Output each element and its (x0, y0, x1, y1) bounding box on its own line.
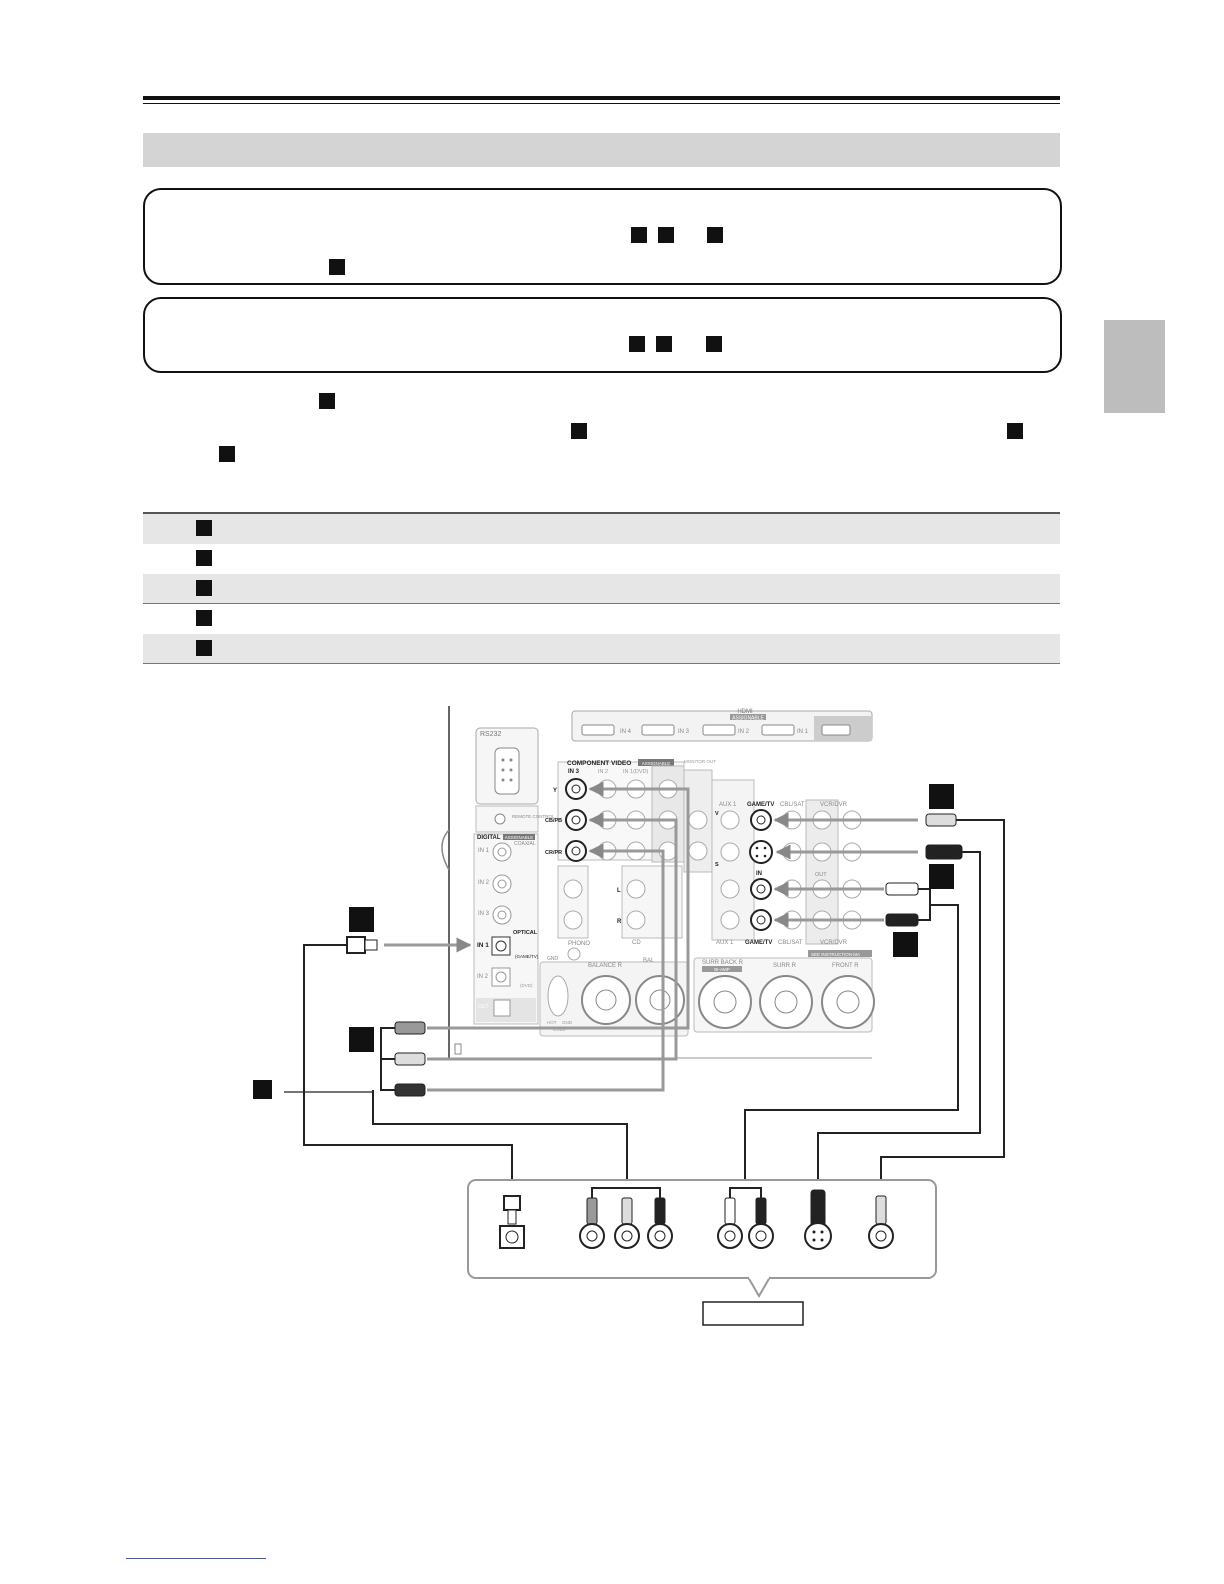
table-top-rule (143, 512, 1060, 514)
video-s-label: S (715, 862, 719, 868)
game-tv-label: GAME/TV (747, 802, 774, 808)
hdmi-in4: IN 4 (620, 729, 632, 735)
phono-label: PHONO (568, 941, 590, 947)
coaxial-label: COAXIAL (514, 841, 536, 847)
gnd-label: GND (547, 956, 559, 962)
rs232-label: RS232 (480, 731, 502, 738)
optical-in2-assign: (DVD) (520, 983, 533, 988)
remote-control-label: REMOTE CONTROL (512, 814, 555, 819)
coax-in1: IN 1 (478, 848, 490, 854)
hdmi-in2: IN 2 (738, 729, 750, 735)
coax-in3: IN 3 (478, 911, 490, 917)
ref-marker-d (329, 259, 345, 275)
component-cables (427, 781, 690, 1092)
callout-markers (253, 784, 954, 1099)
cbl-sat-label: CBL/SAT (780, 802, 805, 808)
cd-r-label: R (617, 919, 622, 925)
cd-l-label: L (617, 888, 621, 894)
chapter-tab (1104, 320, 1165, 413)
receiver-side-plugs (346, 813, 963, 1097)
ref-marker-c (706, 336, 722, 352)
component-monitor-out: MONITOR OUT (684, 759, 716, 764)
ref-marker-a (196, 520, 212, 536)
digital-badge: ASSIGNABLE (505, 835, 534, 840)
optical-out: OUT (478, 1004, 489, 1010)
bi-amp-label: BI-AMP (714, 967, 730, 972)
footer-link-underline[interactable] (126, 1558, 266, 1559)
note-box-2 (143, 297, 1062, 373)
header-rule-thick (143, 96, 1060, 100)
table-row (143, 634, 1060, 664)
hdmi-title: HDMI (737, 709, 753, 715)
component-title: COMPONENT VIDEO (567, 760, 631, 767)
vcr-dvr-bottom: VCR/DVR (820, 940, 848, 946)
signal-cables (303, 819, 1005, 1196)
digital-title: DIGITAL (477, 835, 501, 841)
optical-label: OPTICAL (513, 930, 538, 936)
ref-marker-a (629, 336, 645, 352)
optical-in1-assign: (GAME/TV) (515, 954, 539, 959)
optical-in1: IN 1 (477, 942, 489, 949)
cbl-sat-bottom: CBL/SAT (778, 940, 803, 946)
source-device-panel (467, 1179, 937, 1298)
ref-marker-b (656, 336, 672, 352)
coax-in2: IN 2 (478, 880, 490, 886)
table-row (143, 514, 1060, 544)
note-box-1 (143, 188, 1062, 285)
front-r-label: FRONT R (832, 963, 859, 969)
aux1-bottom: AUX 1 (716, 940, 734, 946)
ref-marker-a (571, 423, 587, 439)
table-row (143, 574, 1060, 604)
header-rule-thin (143, 103, 1060, 104)
component-cb: CB/PB (545, 818, 562, 824)
ref-marker-c (219, 446, 235, 462)
surr-back-r-label: SURR BACK R (702, 960, 744, 966)
ref-marker-c (196, 580, 212, 596)
ref-marker-b (196, 550, 212, 566)
xlr-pin-gnd: GND (562, 1020, 573, 1025)
ref-marker-b (658, 227, 674, 243)
ref-marker-a (631, 227, 647, 243)
component-cr: CR/PR (545, 850, 562, 856)
receiver-rear-panel: HDMI ASSIGNABLE IN 4 IN 3 IN 2 IN 1 RS23… (441, 706, 875, 1059)
surr-r-label: SURR R (773, 963, 797, 969)
balance-r-label: BALANCE R (588, 963, 623, 969)
device-caption-box (702, 1301, 804, 1326)
table-divider (143, 603, 1060, 604)
component-in3: IN 3 (568, 769, 580, 775)
optical-in2: IN 2 (477, 974, 489, 980)
xlr-pin-hot: HOT (547, 1020, 557, 1025)
game-tv-arrows (773, 812, 918, 928)
video-v-label: V (715, 811, 719, 817)
table-bottom-rule (143, 663, 1060, 664)
ref-marker-c (707, 227, 723, 243)
section-title-bar (143, 133, 1060, 167)
cd-label: CD (632, 940, 641, 946)
ref-marker-b (1007, 423, 1023, 439)
audio-in-label: IN (756, 871, 762, 877)
hdmi-badge: ASSIGNABLE (732, 716, 764, 722)
balance-l-label: BAL (643, 958, 655, 964)
ref-marker-d (196, 610, 212, 626)
component-in2: IN 2 (598, 769, 608, 775)
component-in1: IN 1(DVD) (623, 769, 649, 775)
vcr-dvr-label: VCR/DVR (820, 802, 848, 808)
component-y: Y (553, 788, 557, 794)
hdmi-in3: IN 3 (678, 729, 690, 735)
aux1-label: AUX 1 (719, 802, 737, 808)
game-tv-bottom: GAME/TV (745, 940, 772, 946)
hdmi-in1: IN 1 (797, 729, 809, 735)
instruction-note: SEE INSTRUCTION MA (811, 952, 860, 957)
component-badge: ASSIGNABLE (642, 761, 671, 766)
ref-marker-d (319, 393, 335, 409)
ref-marker-e (196, 640, 212, 656)
vcr-out-label: OUT (815, 872, 827, 878)
